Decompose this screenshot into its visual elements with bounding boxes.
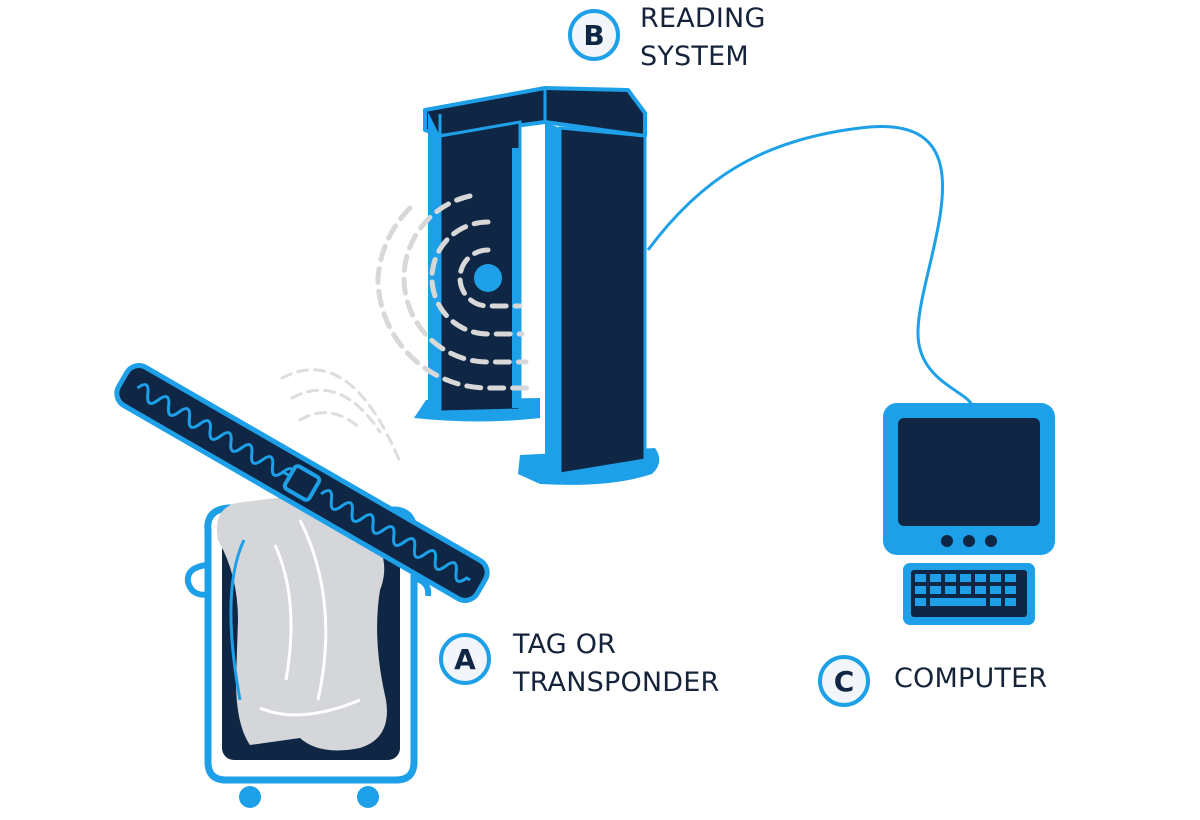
rfid-gate-icon bbox=[414, 86, 660, 485]
signal-wave-icon bbox=[375, 193, 533, 391]
reading-system-line1: READING bbox=[640, 3, 766, 34]
computer-line1: COMPUTER bbox=[894, 663, 1048, 694]
tag-label: TAG OR TRANSPONDER bbox=[513, 626, 720, 702]
tag-line1: TAG OR bbox=[513, 629, 617, 660]
computer-monitor-icon bbox=[883, 403, 1055, 555]
badge-a: A bbox=[439, 633, 491, 685]
keyboard-icon bbox=[903, 563, 1035, 625]
tag-line2: TRANSPONDER bbox=[513, 667, 720, 698]
reading-system-line2: SYSTEM bbox=[640, 41, 749, 72]
reading-system-label: READING SYSTEM bbox=[640, 0, 766, 76]
computer-label: COMPUTER bbox=[894, 660, 1047, 698]
laundry-cart-icon bbox=[184, 495, 432, 808]
badge-b: B bbox=[568, 9, 620, 61]
cable-icon bbox=[646, 125, 974, 406]
badge-c: C bbox=[818, 655, 870, 707]
signal-wave-icon bbox=[280, 368, 402, 464]
rfid-tag-icon bbox=[114, 363, 490, 603]
